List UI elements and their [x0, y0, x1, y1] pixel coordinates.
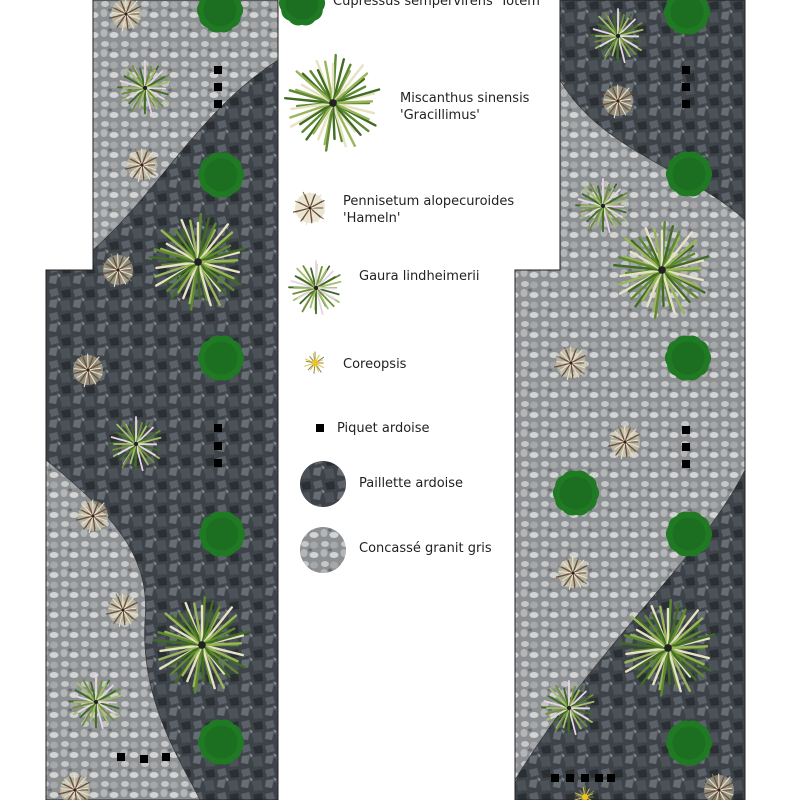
pennisetum-icon	[607, 425, 640, 460]
left-bed	[46, 0, 278, 800]
pennisetum-icon	[75, 499, 108, 534]
pennisetum-icon	[600, 84, 633, 119]
cypress-icon	[197, 152, 245, 198]
piquet-icon	[214, 459, 222, 467]
piquet-icon	[566, 774, 574, 782]
coreopsis-icon	[303, 351, 325, 374]
miscanthus-icon	[613, 220, 710, 319]
cypress-icon	[278, 0, 326, 26]
piquet-icon	[162, 753, 170, 761]
piquet-icon	[682, 426, 690, 434]
legend-label-paillette: Paillette ardoise	[359, 476, 464, 491]
gaura-icon	[575, 178, 629, 234]
pennisetum-icon	[555, 556, 588, 591]
pennisetum-icon	[553, 346, 586, 381]
granite-area	[92, 0, 278, 251]
piquet-icon	[316, 424, 324, 432]
concasse-swatch-icon	[300, 527, 346, 573]
cypress-icon	[197, 719, 245, 765]
left-bed-outline	[45, 0, 279, 800]
piquet-icon	[682, 100, 690, 108]
right-bed	[515, 0, 745, 800]
legend-icons	[278, 0, 381, 573]
pennisetum-icon	[100, 253, 133, 288]
piquet-icon	[214, 442, 222, 450]
legend-label-concasse: Concassé granit gris	[359, 541, 492, 556]
piquet-icon	[117, 753, 125, 761]
piquet-icon	[551, 774, 559, 782]
legend-label-pennisetum: Pennisetum alopecuroides 'Hameln'	[343, 193, 514, 227]
piquet-icon	[595, 774, 603, 782]
cypress-icon	[665, 151, 713, 197]
gaura-icon	[117, 60, 171, 116]
pennisetum-icon	[105, 593, 138, 628]
gaura-icon	[68, 674, 122, 730]
pennisetum-icon	[124, 148, 157, 183]
plants	[57, 0, 734, 800]
piquet-icon	[682, 83, 690, 91]
piquet-icon	[214, 66, 222, 74]
piquet-icon	[214, 100, 222, 108]
legend-label-gaura: Gaura lindheimerii	[359, 269, 480, 284]
pennisetum-icon	[108, 0, 141, 32]
paillette-swatch-icon	[300, 461, 346, 507]
cypress-icon	[552, 470, 600, 516]
miscanthus-icon	[619, 598, 716, 697]
legend-label-line: Miscanthus sinensis	[400, 91, 530, 106]
cypress-icon	[664, 335, 712, 381]
legend-label-piquet: Piquet ardoise	[337, 421, 430, 436]
legend-label-miscanthus: Miscanthus sinensis 'Gracillimus'	[400, 90, 529, 124]
legend-label-line: 'Hameln'	[343, 211, 401, 226]
gaura-icon	[288, 260, 342, 316]
piquet-icon	[581, 774, 589, 782]
gaura-icon	[541, 680, 595, 736]
cypress-icon	[665, 511, 713, 557]
miscanthus-icon	[284, 53, 381, 152]
piquet-icon	[682, 460, 690, 468]
gaura-icon	[108, 416, 162, 472]
piquet-icon	[214, 83, 222, 91]
piquet-icon	[607, 774, 615, 782]
legend-label-line: Pennisetum alopecuroides	[343, 194, 515, 209]
cypress-icon	[665, 720, 713, 766]
legend-label-line: 'Gracillimus'	[400, 108, 480, 123]
cypress-icon	[197, 335, 245, 381]
legend-label-cupressus: Cupressus sempervirens 'Totem'	[333, 0, 544, 9]
pennisetum-icon	[701, 773, 734, 800]
pennisetum-icon	[292, 191, 325, 226]
pennisetum-icon	[70, 353, 103, 388]
piquet-icon	[214, 424, 222, 432]
piquet-icon	[140, 755, 148, 763]
miscanthus-icon	[149, 212, 246, 311]
piquet-icon	[682, 443, 690, 451]
gaura-icon	[590, 8, 644, 64]
legend-label-coreopsis: Coreopsis	[343, 357, 407, 372]
piquet-icon	[682, 66, 690, 74]
miscanthus-icon	[153, 595, 250, 694]
cypress-icon	[198, 511, 246, 557]
cypress-icon	[663, 0, 711, 35]
right-bed-outline	[514, 0, 746, 800]
cypress-icon	[196, 0, 244, 33]
pennisetum-icon	[57, 773, 90, 800]
